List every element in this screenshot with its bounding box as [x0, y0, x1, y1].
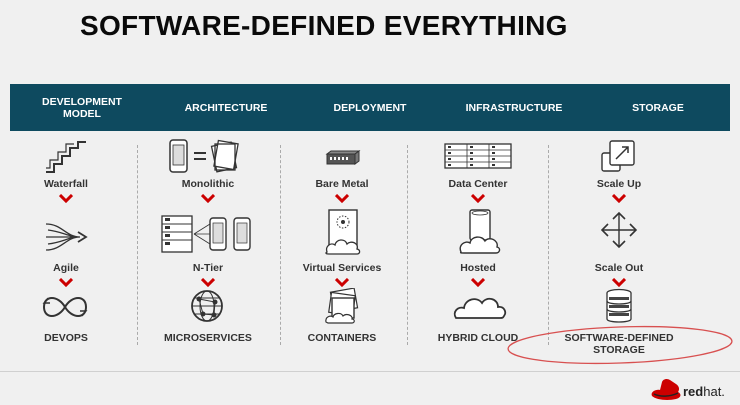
chevron-down-icon: [612, 278, 626, 287]
annotation-ellipse: [507, 325, 733, 365]
red-hat-logo-icon: [651, 378, 681, 400]
footer-rule: [0, 371, 740, 372]
chevron-down-icon: [335, 278, 349, 287]
staircase-icon: [46, 141, 86, 173]
chevron-down-icon: [335, 194, 349, 203]
converging-arrows-icon: [45, 223, 88, 251]
label-bare-metal: Bare Metal: [315, 178, 369, 190]
brand-hat: hat.: [703, 384, 725, 399]
virtual-server-cloud-icon: [325, 209, 361, 255]
label-n-tier: N-Tier: [192, 262, 224, 274]
column-divider: [407, 145, 408, 345]
stacked-containers-icon: [325, 288, 359, 324]
label-agile: Agile: [53, 262, 79, 274]
slide-title: SOFTWARE-DEFINED EVERYTHING: [80, 10, 568, 41]
label-hosted: Hosted: [460, 262, 496, 274]
brand-red: red: [683, 384, 704, 399]
label-line: SOFTWARE-DEFINED: [564, 332, 674, 344]
chevron-down-icon: [59, 278, 73, 287]
scale-up-boxes-icon: [601, 140, 635, 172]
header-line: MODEL: [63, 107, 101, 120]
label-microservices: MICROSERVICES: [164, 332, 252, 344]
chevron-down-icon: [201, 194, 215, 203]
four-way-arrows-icon: [600, 211, 638, 249]
header-line: DEVELOPMENT: [42, 95, 122, 108]
label-scale-up: Scale Up: [596, 178, 642, 190]
label-hybrid-cloud: HYBRID CLOUD: [437, 332, 519, 344]
label-data-center: Data Center: [448, 178, 508, 190]
chevron-down-icon: [471, 278, 485, 287]
header-deployment: DEPLOYMENT: [333, 101, 407, 114]
chevron-down-icon: [59, 194, 73, 203]
chevron-down-icon: [201, 278, 215, 287]
hosted-cloud-icon: [459, 209, 501, 254]
label-devops: DEVOPS: [44, 332, 88, 344]
server-to-phones-icon: [161, 215, 251, 253]
database-stack-icon: [606, 288, 632, 323]
switch-box-icon: [325, 150, 361, 165]
label-monolithic: Monolithic: [181, 178, 235, 190]
server-rack-icon: [444, 143, 512, 169]
header-storage: STORAGE: [632, 101, 684, 114]
infinity-loop-icon: [42, 297, 88, 317]
column-divider: [280, 145, 281, 345]
cloud-icon: [453, 297, 507, 319]
chevron-down-icon: [471, 194, 485, 203]
globe-network-icon: [191, 290, 223, 322]
header-architecture: ARCHITECTURE: [184, 101, 268, 114]
chevron-down-icon: [612, 194, 626, 203]
header-infrastructure: INFRASTRUCTURE: [465, 101, 563, 114]
label-line: STORAGE: [593, 344, 645, 356]
label-scale-out: Scale Out: [594, 262, 644, 274]
brand-wordmark: redhat.: [683, 384, 725, 399]
label-waterfall: Waterfall: [44, 178, 88, 190]
column-divider: [137, 145, 138, 345]
label-containers: CONTAINERS: [307, 332, 377, 344]
label-software-defined-storage: SOFTWARE-DEFINED STORAGE: [547, 332, 691, 356]
column-divider: [548, 145, 549, 345]
label-virtual-services: Virtual Services: [302, 262, 382, 274]
phone-equals-stack-icon: [169, 139, 239, 173]
